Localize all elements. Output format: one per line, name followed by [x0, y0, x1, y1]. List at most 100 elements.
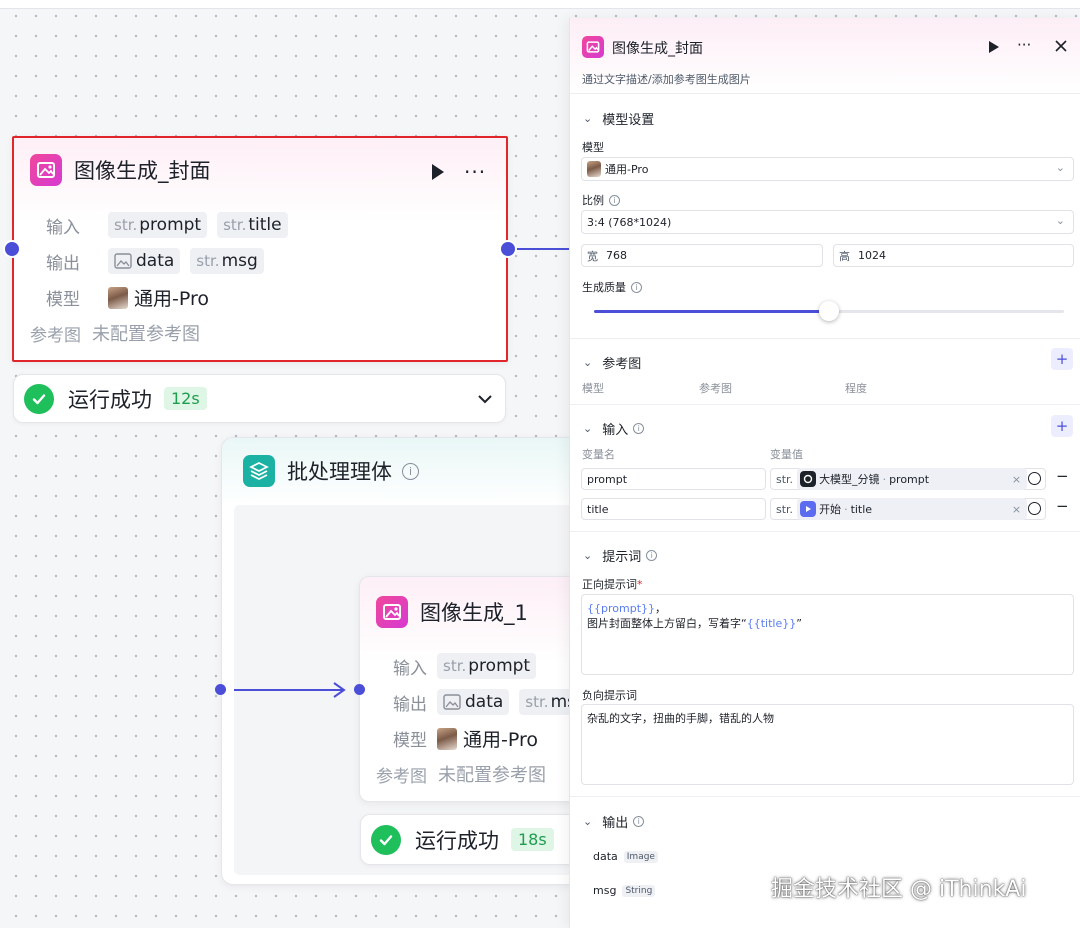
- add-input-button[interactable]: +: [1051, 415, 1073, 437]
- model-label: 模型: [393, 731, 427, 751]
- reference-value: 未配置参考图: [92, 324, 200, 345]
- chevron-down-icon: ⌄: [583, 549, 593, 562]
- var-value-ref[interactable]: str. 大模型_分镜·prompt ×: [770, 468, 1046, 490]
- reference-label: 参考图: [376, 766, 427, 787]
- ref-col-model: 模型: [582, 382, 604, 395]
- panel-node-icon: [582, 36, 604, 58]
- input-chip-prompt: str.prompt: [108, 212, 208, 238]
- output-label: 输出: [393, 694, 427, 715]
- success-check-icon: [371, 824, 401, 855]
- model-avatar: [437, 727, 457, 750]
- model-avatar: [108, 286, 128, 309]
- info-icon[interactable]: i: [633, 816, 645, 827]
- run-icon[interactable]: [988, 40, 1000, 54]
- play-icon: [432, 164, 444, 180]
- target-icon[interactable]: [1028, 472, 1041, 485]
- info-icon[interactable]: i: [402, 462, 419, 480]
- panel-subtitle: 通过文字描述/添加参考图生成图片: [582, 73, 751, 86]
- node-settings-panel: 图像生成_封面 通过文字描述/添加参考图生成图片 ··· ⌄模型设置 模型 通用…: [569, 18, 1080, 928]
- ratio-select[interactable]: 3:4 (768*1024) ⌄: [581, 210, 1074, 234]
- image-icon: [443, 694, 461, 710]
- edge-into-image-gen-1: [234, 682, 346, 698]
- llm-node-icon: [800, 471, 817, 487]
- chevron-down-icon: ⌄: [583, 112, 593, 125]
- remove-variable-button[interactable]: −: [1056, 497, 1069, 515]
- duration-badge: 12s: [164, 387, 207, 410]
- chevron-down-icon[interactable]: [477, 394, 493, 404]
- reference-section[interactable]: ⌄参考图: [583, 356, 642, 372]
- var-value-header: 变量值: [770, 448, 803, 461]
- model-label: 模型: [46, 290, 80, 310]
- close-icon[interactable]: [1055, 40, 1067, 52]
- negative-prompt-label: 负向提示词: [582, 689, 637, 702]
- quality-slider[interactable]: [594, 301, 1064, 321]
- output-chip-msg: str.msg: [190, 248, 264, 274]
- node-title: 图像生成_封面: [74, 159, 211, 183]
- batch-title: 批处理理体: [287, 460, 392, 484]
- edge-cover-out: [510, 248, 570, 250]
- output-chip-data: data: [108, 248, 181, 274]
- input-label: 输入: [46, 217, 80, 238]
- panel-title: 图像生成_封面: [612, 41, 703, 57]
- target-icon[interactable]: [1028, 502, 1041, 515]
- positive-prompt-textarea[interactable]: {{prompt}}， 图片封面整体上方留白，写着字“{{title}}”: [581, 594, 1074, 675]
- canvas-top-bar: [0, 0, 1080, 9]
- negative-prompt-textarea[interactable]: 杂乱的文字，扭曲的手脚，错乱的人物: [581, 704, 1074, 785]
- model-settings-section[interactable]: ⌄模型设置: [583, 112, 655, 128]
- status-text: 运行成功: [68, 387, 152, 412]
- chevron-down-icon: ⌄: [583, 356, 593, 369]
- batch-layers-icon: [243, 455, 275, 487]
- remove-variable-button[interactable]: −: [1056, 467, 1069, 485]
- ref-col-image: 参考图: [699, 382, 732, 395]
- chevron-down-icon: ⌄: [1055, 214, 1065, 227]
- cover-output-port[interactable]: [499, 240, 517, 258]
- add-reference-button[interactable]: +: [1051, 348, 1073, 370]
- info-icon[interactable]: i: [646, 550, 658, 561]
- clear-icon[interactable]: ×: [1011, 502, 1022, 516]
- input-chip-title: str.title: [217, 212, 288, 238]
- batch-inner-port[interactable]: [215, 684, 226, 695]
- slider-thumb[interactable]: [819, 301, 839, 321]
- cover-input-port[interactable]: [3, 240, 21, 258]
- reference-value: 未配置参考图: [438, 765, 546, 786]
- var-name-header: 变量名: [582, 448, 615, 461]
- image-icon: [114, 253, 132, 269]
- output-label: 输出: [46, 253, 80, 274]
- clear-icon[interactable]: ×: [1011, 472, 1022, 486]
- input-label: 输入: [393, 658, 427, 679]
- more-options-icon[interactable]: ···: [1017, 36, 1032, 54]
- var-name-input[interactable]: title: [581, 498, 766, 520]
- watermark: 掘金技术社区 @ iThinkAi: [771, 877, 1027, 902]
- image-gen-1-node[interactable]: 图像生成_1 输入 str.prompt 输出 data str.msg 模型 …: [359, 576, 589, 802]
- image-generation-icon: [376, 596, 408, 628]
- model-value: 通用-Pro: [134, 288, 209, 310]
- more-options-icon[interactable]: ···: [464, 160, 487, 184]
- image-gen-1-input-port[interactable]: [354, 684, 365, 695]
- image-gen-1-run-status[interactable]: 运行成功 18s: [360, 814, 590, 865]
- success-check-icon: [24, 383, 54, 414]
- info-icon[interactable]: i: [631, 281, 642, 293]
- info-icon[interactable]: i: [609, 194, 620, 206]
- chevron-down-icon: ⌄: [583, 815, 593, 828]
- model-value: 通用-Pro: [463, 729, 538, 751]
- info-icon[interactable]: i: [633, 423, 645, 434]
- model-avatar: [587, 161, 601, 177]
- run-node-button[interactable]: [430, 162, 446, 182]
- image-generation-icon: [30, 154, 62, 186]
- output-chip-data: data: [437, 689, 510, 715]
- image-gen-cover-node[interactable]: 图像生成_封面 ··· 输入 str.prompt str.title 输出 d…: [12, 136, 508, 362]
- model-select[interactable]: 通用-Pro ⌄: [581, 157, 1074, 181]
- cover-run-status[interactable]: 运行成功 12s: [13, 374, 506, 423]
- var-name-input[interactable]: prompt: [581, 468, 766, 490]
- var-value-ref[interactable]: str. 开始·title ×: [770, 498, 1046, 520]
- chevron-down-icon: ⌄: [1055, 161, 1065, 174]
